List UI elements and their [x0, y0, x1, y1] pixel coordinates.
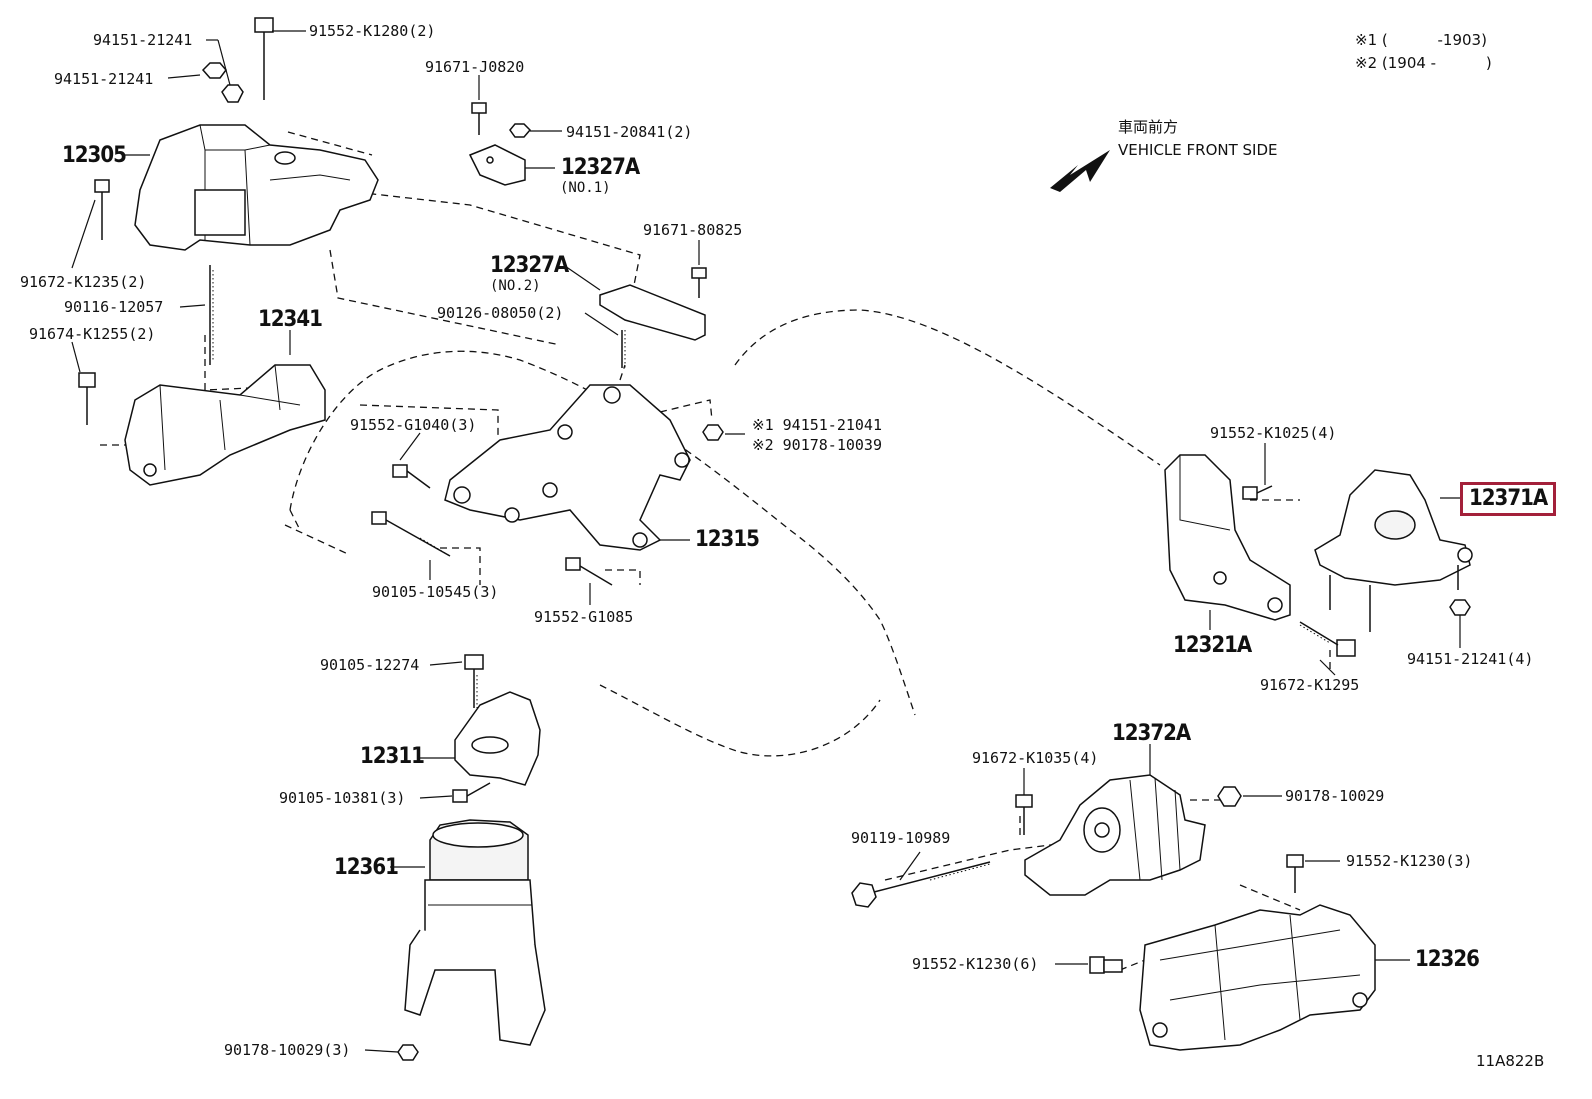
- label-90105-10545: 90105-10545(3): [372, 583, 499, 601]
- part-12361-drawing: [404, 819, 546, 1046]
- label-part-12341: 12341: [258, 307, 323, 332]
- part-12371A-drawing: [1314, 469, 1473, 632]
- label-part-12311: 12311: [360, 744, 425, 769]
- part-12315-drawing: [444, 384, 691, 551]
- label-91552-K1230-6: 91552-K1230(6): [912, 955, 1039, 973]
- part-12327A-no1-drawing: [468, 144, 526, 186]
- label-94151-20841: 94151-20841(2): [566, 123, 693, 141]
- part-12372A-drawing: [1024, 774, 1206, 896]
- label-94151-21241-a: 94151-21241: [93, 31, 193, 49]
- label-part-12321A: 12321A: [1173, 633, 1252, 658]
- label-part-12371A[interactable]: 12371A: [1460, 482, 1557, 516]
- label-part-12326: 12326: [1415, 947, 1480, 972]
- figure-code: 11A822B: [1476, 1052, 1545, 1070]
- label-90126-08050: 90126-08050(2): [437, 304, 564, 322]
- part-12326-drawing: [1139, 904, 1376, 1051]
- link-dash-5: [359, 404, 499, 435]
- fastener-drawings: [78, 17, 1471, 1061]
- label-91552-K1280: 91552-K1280(2): [309, 22, 436, 40]
- label-part-12361: 12361: [334, 855, 399, 880]
- link-dash-4: [204, 335, 251, 391]
- part-12341-drawing: [124, 364, 326, 486]
- label-91672-K1295: 91672-K1295: [1260, 676, 1360, 694]
- label-part-12327A-no2-sub: (NO.2): [490, 278, 541, 294]
- leader-lines: [71, 30, 1462, 1053]
- front-side-jp: 車両前方: [1118, 118, 1179, 136]
- label-90105-12274: 90105-12274: [320, 656, 420, 674]
- vehicle-front-arrow: [1050, 150, 1110, 192]
- label-90178-10029-3: 90178-10029(3): [224, 1041, 351, 1059]
- label-part-12327A-no2: 12327A: [490, 253, 569, 278]
- link-dash-10: [605, 569, 641, 585]
- part-12305-drawing: [134, 124, 379, 251]
- label-91671-80825: 91671-80825: [643, 221, 743, 239]
- label-90105-10381: 90105-10381(3): [279, 789, 406, 807]
- label-94151-21241-4: 94151-21241(4): [1407, 650, 1534, 668]
- label-90178-10039: ※2 90178-10039: [752, 436, 882, 454]
- label-91672-K1035: 91672-K1035(4): [972, 749, 1099, 767]
- link-dash-3: [329, 249, 561, 346]
- part-12311-drawing: [454, 691, 541, 786]
- label-part-12327A-no1: 12327A: [561, 155, 640, 180]
- link-dash-8: [659, 399, 713, 421]
- label-90116-12057: 90116-12057: [64, 298, 164, 316]
- label-90119-10989: 90119-10989: [851, 829, 951, 847]
- label-91552-K1025: 91552-K1025(4): [1210, 424, 1337, 442]
- label-94151-21041: ※1 94151-21041: [752, 416, 882, 434]
- label-91552-G1040: 91552-G1040(3): [350, 416, 477, 434]
- engine-outline-top: [734, 309, 1161, 466]
- label-part-12315: 12315: [695, 527, 760, 552]
- label-91552-G1085: 91552-G1085: [534, 608, 634, 626]
- label-part-12305: 12305: [62, 143, 127, 168]
- note-1: ※1 ( -1903): [1355, 31, 1487, 49]
- label-91552-K1230-3: 91552-K1230(3): [1346, 852, 1473, 870]
- note-2: ※2 (1904 - ): [1355, 54, 1492, 72]
- link-dash-9: [440, 547, 481, 585]
- link-dash-14: [1239, 884, 1301, 911]
- part-12321A-drawing: [1164, 454, 1291, 621]
- label-91672-K1235: 91672-K1235(2): [20, 273, 147, 291]
- label-94151-21241-b: 94151-21241: [54, 70, 154, 88]
- engine-outline-left: [284, 509, 351, 556]
- part-12327A-no2-drawing: [599, 284, 706, 341]
- link-dash-15: [1119, 959, 1146, 971]
- engine-outline-lower: [599, 684, 881, 757]
- link-dash-1: [287, 131, 373, 156]
- link-dash-7: [619, 364, 626, 381]
- label-91674-K1255: 91674-K1255(2): [29, 325, 156, 343]
- label-part-12372A: 12372A: [1112, 721, 1191, 746]
- label-90178-10029: 90178-10029: [1285, 787, 1385, 805]
- label-91671-J0820: 91671-J0820: [425, 58, 525, 76]
- front-side-en: VEHICLE FRONT SIDE: [1118, 141, 1278, 159]
- label-part-12327A-no1-sub: (NO.1): [560, 180, 611, 196]
